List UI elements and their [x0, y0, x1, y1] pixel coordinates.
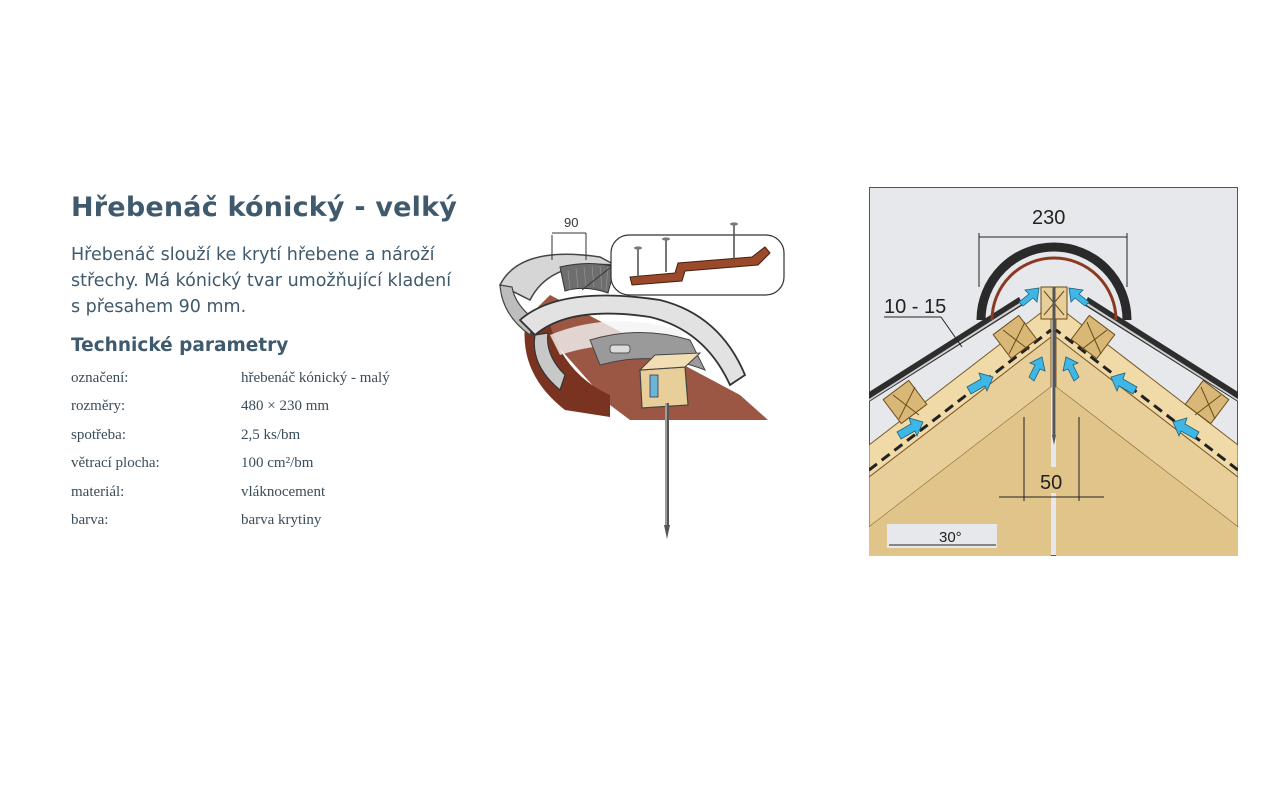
description: Hřebenáč slouží ke krytí hřebene a nárož…	[71, 242, 451, 320]
ventilation-arrows	[896, 287, 1200, 440]
steel-clip	[629, 246, 771, 286]
table-row: materiál: vláknocement	[71, 478, 431, 507]
table-row: barva: barva krytiny	[71, 507, 431, 536]
page-title: Hřebenáč kónický - velký	[71, 192, 458, 223]
param-value: vláknocement	[241, 483, 326, 500]
params-title: Technické parametry	[71, 335, 289, 356]
param-label: spotřeba:	[71, 426, 126, 443]
param-label: označení:	[71, 369, 129, 386]
ridge-batten	[639, 366, 689, 409]
params-table: označení: hřebenáč kónický - malý rozměry…	[71, 364, 431, 535]
gap-label: 10 - 15	[884, 296, 946, 318]
clip-nails	[637, 225, 735, 277]
arrow-icon	[1110, 372, 1138, 395]
arrow-icon	[966, 372, 994, 395]
front-tile	[518, 294, 747, 387]
param-label: materiál:	[71, 483, 125, 500]
arrow-icon	[896, 417, 924, 440]
batten-top	[638, 352, 702, 371]
table-row: větrací plocha: 100 cm²/bm	[71, 450, 431, 479]
description-line: střechy. Má kónický tvar umožňující klad…	[71, 271, 452, 291]
ridge-tile-illustration: 90	[498, 215, 785, 539]
batten-label: 50	[1040, 472, 1062, 494]
vent-grid	[559, 263, 616, 294]
overlap-label: 90	[564, 215, 578, 230]
membrane-left	[869, 328, 1052, 472]
param-label: barva:	[71, 512, 109, 529]
ridge-section-diagram: 230 10 - 15 50 30°	[869, 187, 1238, 556]
param-label: rozměry:	[71, 398, 126, 415]
vent-grid-lines	[567, 265, 609, 292]
arrow-icon	[1028, 356, 1046, 382]
table-row: spotřeba: 2,5 ks/bm	[71, 421, 431, 450]
batten-clip	[649, 374, 659, 398]
vent-slot	[609, 344, 631, 354]
membrane-right	[1055, 328, 1238, 472]
param-label: větrací plocha:	[71, 455, 160, 472]
param-value: hřebenáč kónický - malý	[241, 369, 390, 386]
arrow-icon	[1172, 417, 1200, 440]
arrow-icon	[1018, 287, 1040, 307]
battens	[882, 314, 1230, 425]
param-value: barva krytiny	[241, 512, 322, 529]
table-row: označení: hřebenáč kónický - malý	[71, 364, 431, 393]
table-row: rozměry: 480 × 230 mm	[71, 393, 431, 422]
param-value: 480 × 230 mm	[241, 398, 330, 415]
param-value: 2,5 ks/bm	[241, 426, 301, 443]
angle-label: 30°	[939, 529, 962, 546]
description-line: s přesahem 90 mm.	[71, 297, 247, 317]
ridge-tile-arc	[976, 242, 1132, 321]
arrow-icon	[1062, 356, 1080, 382]
front-tile-side	[533, 332, 566, 392]
arrow-icon	[1068, 287, 1090, 307]
width-label: 230	[1032, 207, 1065, 229]
param-value: 100 cm²/bm	[241, 455, 314, 472]
description-line: Hřebenáč slouží ke krytí hřebene a nárož…	[71, 245, 435, 265]
